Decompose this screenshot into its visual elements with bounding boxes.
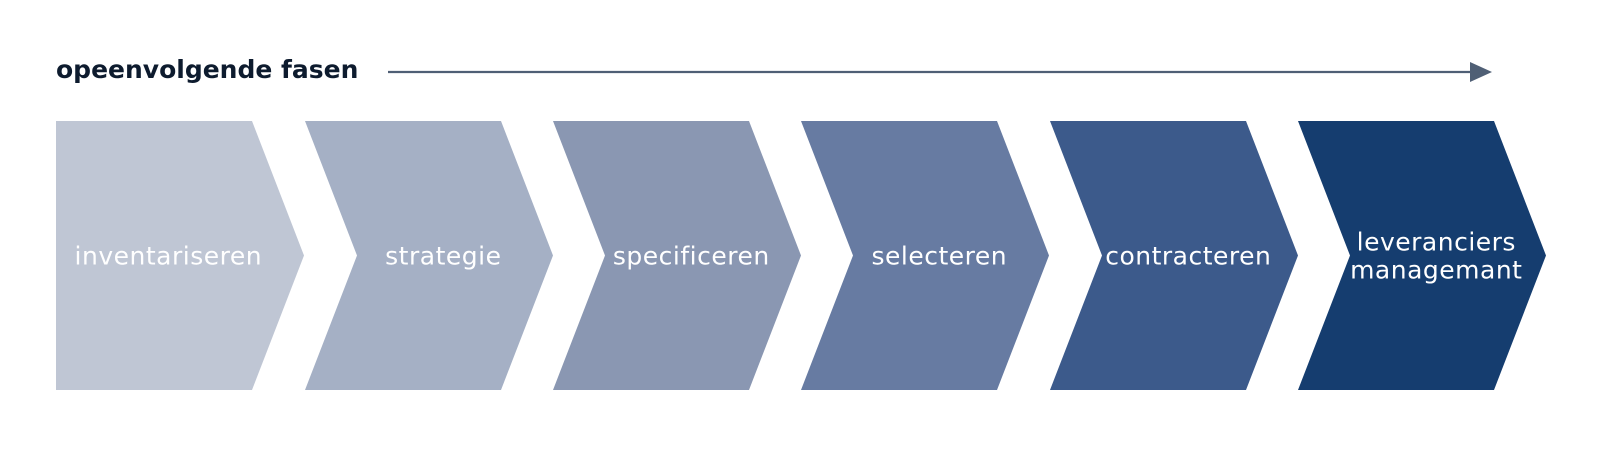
- phase-label-line: contracteren: [1105, 241, 1271, 270]
- phase-label-line: leveranciers: [1357, 227, 1516, 256]
- phase-label: strategie: [385, 241, 501, 270]
- phase-step-5: contracteren: [1050, 121, 1298, 390]
- phase-step-3: specificeren: [553, 121, 801, 390]
- phase-chevron: [1298, 121, 1546, 390]
- phase-step-2: strategie: [305, 121, 553, 390]
- phase-label-line: inventariseren: [75, 241, 263, 270]
- phase-step-1: inventariseren: [56, 121, 304, 390]
- phase-chevron: [56, 121, 304, 390]
- phase-step-4: selecteren: [801, 121, 1049, 390]
- phase-label-line: managemant: [1350, 255, 1522, 284]
- phase-label: selecteren: [871, 241, 1007, 270]
- phase-label-line: selecteren: [871, 241, 1007, 270]
- phase-chevron: [305, 121, 553, 390]
- sequence-arrow: [388, 62, 1492, 82]
- phase-chevron: [801, 121, 1049, 390]
- phase-label-line: specificeren: [613, 241, 770, 270]
- phase-label: specificeren: [613, 241, 770, 270]
- sequence-arrow-head: [1470, 62, 1492, 82]
- sequence-header-label: opeenvolgende fasen: [56, 55, 359, 84]
- phase-chevron: [553, 121, 801, 390]
- phase-chevron: [1050, 121, 1298, 390]
- phase-label: inventariseren: [75, 241, 263, 270]
- phase-label-line: strategie: [385, 241, 501, 270]
- phase-label: contracteren: [1105, 241, 1271, 270]
